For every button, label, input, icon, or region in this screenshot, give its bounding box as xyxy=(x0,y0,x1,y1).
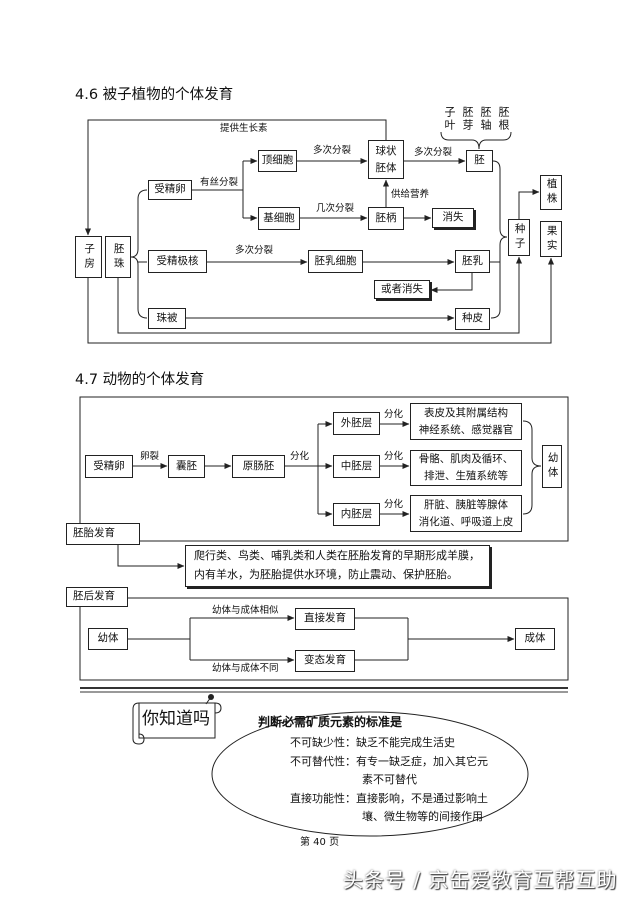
ectoderm-fate-line2: 神经系统、感觉器官 xyxy=(418,423,514,436)
node-seed: 种子 xyxy=(508,219,530,256)
edge-label-globular-division: 多次分裂 xyxy=(414,147,453,158)
label-postembryonic-development: 胚后发育 xyxy=(66,587,128,607)
node-ectoderm: 外胚层 xyxy=(333,412,380,435)
scroll-icon xyxy=(132,702,222,745)
node-endosperm-cell: 胚乳细胞 xyxy=(308,250,363,273)
ectoderm-fate-line1: 表皮及其附属结构 xyxy=(424,406,508,419)
amnion-note-line2: 内有羊水，为胚胎提供水环境，防止震动、保护胚胎。 xyxy=(194,568,458,581)
criterion-direct-function-line2: 壤、微生物等的间接作用 xyxy=(362,810,483,823)
node-seed-coat: 种皮 xyxy=(455,308,490,330)
criterion-direct-function-line1: 直接功能性：直接影响，不是通过影响土 xyxy=(290,792,488,805)
node-fertilized-polar-nuclei: 受精极核 xyxy=(148,250,207,273)
edge-label-different: 幼体与成体不同 xyxy=(212,663,279,674)
node-blastula: 囊胚 xyxy=(168,455,205,478)
node-apical-cell: 顶细胞 xyxy=(258,150,297,172)
criterion-irreplaceable-line2: 素不可替代 xyxy=(362,773,417,786)
criterion-indispensable: 不可缺少性：缺乏不能完成生活史 xyxy=(290,736,455,749)
brace-embryo-parts xyxy=(440,131,512,150)
brace-seed-parts xyxy=(490,160,508,319)
node-larva-start: 幼体 xyxy=(88,628,128,650)
node-zygote: 受精卵 xyxy=(148,180,192,200)
line-merge xyxy=(355,617,409,661)
node-endosperm: 胚乳 xyxy=(455,250,490,273)
embryo-part-cotyledon: 子叶 xyxy=(443,106,456,132)
edge-label-endoderm-differentiation: 分化 xyxy=(384,499,404,510)
node-integument: 珠被 xyxy=(148,308,186,329)
embryo-part-radicle: 胚根 xyxy=(497,106,510,132)
edge-label-differentiation: 分化 xyxy=(290,451,310,462)
mesoderm-fate-line1: 骨骼、肌肉及循环、 xyxy=(418,453,514,466)
node-mesoderm-fate: 骨骼、肌肉及循环、 排泄、生殖系统等 xyxy=(410,450,522,486)
edge-label-mesoderm-differentiation: 分化 xyxy=(384,451,404,462)
node-plant: 植株 xyxy=(540,175,562,210)
arrow-auxin-feedback-to-ovary xyxy=(84,119,387,236)
node-or-disappears: 或者消失 xyxy=(374,280,430,299)
node-fruit-label: 果实 xyxy=(545,224,558,254)
edge-label-nutrition: 供给营养 xyxy=(391,189,430,200)
embryo-part-plumule: 胚芽 xyxy=(461,106,474,132)
node-larva-result: 幼体 xyxy=(542,445,562,488)
node-ovule: 胚珠 xyxy=(105,236,131,278)
node-globular-embryo: 球状 胚体 xyxy=(368,140,404,179)
amnion-note-line1: 爬行类、鸟类、哺乳类和人类在胚胎发育的早期形成羊膜， xyxy=(194,549,480,563)
node-adult: 成体 xyxy=(515,628,555,650)
edge-label-apical-division: 多次分裂 xyxy=(313,145,352,156)
node-embryo: 胚 xyxy=(466,150,493,172)
arrow-ovary-to-fruit xyxy=(87,257,555,344)
node-endoderm-fate: 肝脏、胰脏等腺体 消化道、呼吸道上皮 xyxy=(410,495,522,532)
node-disappears: 消失 xyxy=(432,208,474,228)
node-ovary-label: 子房 xyxy=(83,242,96,272)
node-plant-label: 植株 xyxy=(545,178,558,207)
amnion-note: 爬行类、鸟类、哺乳类和人类在胚胎发育的早期形成羊膜， 内有羊水，为胚胎提供水环境… xyxy=(185,545,490,587)
node-larva-result-label: 幼体 xyxy=(546,452,559,481)
edge-label-basal-division: 几次分裂 xyxy=(316,203,355,214)
arrow-embryonic-to-note xyxy=(117,545,185,570)
frame-postembryonic xyxy=(79,597,569,681)
node-endoderm: 内胚层 xyxy=(333,503,380,526)
mesoderm-fate-line2: 排泄、生殖系统等 xyxy=(424,470,508,482)
arrow-ovule-to-seed xyxy=(117,256,523,334)
arrow-endosperm-to-or-disappears xyxy=(430,273,473,294)
arrow-seed-to-plant xyxy=(518,188,540,219)
edge-label-ectoderm-differentiation: 分化 xyxy=(384,409,404,420)
edge-label-polar-division: 多次分裂 xyxy=(235,245,274,256)
brace-fates-to-larva xyxy=(522,420,542,515)
edge-label-auxin: 提供生长素 xyxy=(220,123,268,134)
node-globular-embryo-line1: 球状 xyxy=(375,145,397,158)
embryo-part-hypocotyl: 胚轴 xyxy=(479,106,492,132)
edge-label-cleavage: 卵裂 xyxy=(140,451,160,462)
pushpin-icon xyxy=(205,694,214,705)
node-seed-label: 种子 xyxy=(513,223,526,252)
did-you-know-title: 你知道吗 xyxy=(142,709,210,729)
node-fruit: 果实 xyxy=(540,221,562,257)
node-globular-embryo-line2: 胚体 xyxy=(375,161,397,174)
did-you-know-ellipse xyxy=(211,711,529,837)
frame-embryonic xyxy=(79,396,569,542)
page-number: 第 40 页 xyxy=(300,837,340,848)
brace-ovule xyxy=(130,189,148,319)
did-you-know-heading: 判断必需矿质元素的标准是 xyxy=(258,715,403,729)
label-embryonic-development: 胚胎发育 xyxy=(66,523,140,545)
node-suspensor: 胚柄 xyxy=(368,207,404,230)
node-mesoderm: 中胚层 xyxy=(333,455,380,478)
watermark: 头条号 / 京缶爱教育互帮互助 xyxy=(343,868,618,892)
node-ovule-label: 胚珠 xyxy=(112,242,125,272)
section-animal-heading: 4.7 动物的个体发育 xyxy=(75,372,205,388)
endoderm-fate-line2: 消化道、呼吸道上皮 xyxy=(418,515,514,528)
endoderm-fate-line1: 肝脏、胰脏等腺体 xyxy=(424,498,508,511)
section-plant-heading: 4.6 被子植物的个体发育 xyxy=(75,87,234,103)
edge-label-mitosis: 有丝分裂 xyxy=(200,177,239,188)
node-gastrula: 原肠胚 xyxy=(232,455,285,478)
criterion-irreplaceable-line1: 不可替代性：有专一缺乏症，加入其它元 xyxy=(290,755,488,768)
node-metamorphosis: 变态发育 xyxy=(295,650,355,672)
node-ovary: 子房 xyxy=(75,236,102,278)
node-animal-zygote: 受精卵 xyxy=(85,455,133,478)
node-basal-cell: 基细胞 xyxy=(258,207,300,230)
node-ectoderm-fate: 表皮及其附属结构 神经系统、感觉器官 xyxy=(410,403,522,440)
node-direct-development: 直接发育 xyxy=(295,608,355,630)
edge-label-similar: 幼体与成体相似 xyxy=(212,605,279,616)
